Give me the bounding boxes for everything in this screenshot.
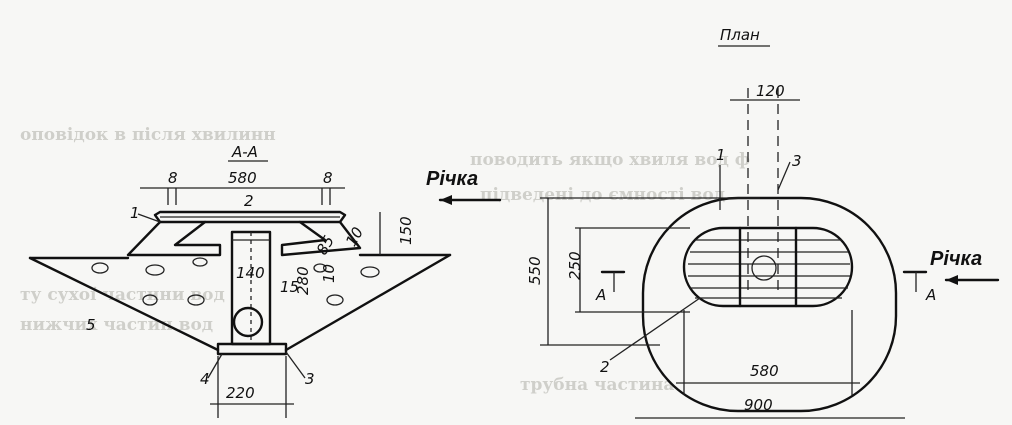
stones <box>91 257 380 306</box>
arrow-head-icon <box>946 275 958 285</box>
bg-line-1: оповідок в після хвилинн <box>20 125 276 145</box>
left-wing <box>126 220 222 257</box>
bg-line-5: нижчих частин вод <box>20 315 213 335</box>
pipe-circle <box>232 306 264 338</box>
callout-3: 3 <box>305 370 315 388</box>
plan-river-label: Річка <box>930 248 982 270</box>
callout-5: 5 <box>86 316 96 334</box>
callout-1: 1 <box>130 204 140 222</box>
background-text: оповідок в після хвилинн поводить якщо х… <box>20 125 750 395</box>
callout-4: 4 <box>200 370 210 388</box>
grate-bars <box>688 239 850 299</box>
dim-side-right: 8 <box>323 169 333 187</box>
bg-line-6: трубна частина <box>520 375 674 395</box>
dim-plan-height: 550 <box>526 256 544 285</box>
plan-callout-2: 2 <box>600 358 610 376</box>
dim-plan-inner-width: 580 <box>750 362 779 380</box>
plan-callout-3: 3 <box>792 152 802 170</box>
bg-line-4: ту сухої частини вод <box>20 285 225 305</box>
dim-height-top: 150 <box>397 216 415 245</box>
dim-wall: 10 <box>320 264 338 283</box>
callout-2: 2 <box>244 192 254 210</box>
dim-bottom: 220 <box>226 384 255 402</box>
dim-pipe: 140 <box>236 264 265 282</box>
dim-plan-top: 120 <box>756 82 785 100</box>
inner-grate <box>682 226 854 308</box>
leader-4 <box>207 353 223 379</box>
leader-1 <box>137 213 161 223</box>
bottom-slab <box>216 342 288 356</box>
right-wing <box>280 220 362 257</box>
section-river-label: Річка <box>426 168 478 190</box>
plan-callout-1: 1 <box>716 146 726 164</box>
section-mark-left: А <box>595 286 606 304</box>
plan-view: План 120 550 250 <box>526 26 1000 419</box>
leader-3 <box>285 351 306 379</box>
arrow-head-icon <box>440 195 452 205</box>
section-mark-right: А <box>925 286 936 304</box>
outer-body <box>641 196 898 413</box>
section-title: А-А <box>231 143 258 161</box>
dim-slope: 15 <box>280 278 299 296</box>
bg-line-3: підведені до ємності вод <box>480 185 725 205</box>
plan-leader-3 <box>777 161 791 191</box>
dim-plan-inner-height: 250 <box>566 251 584 280</box>
slope-right <box>284 253 452 352</box>
bg-line-2: поводить якщо хвиля вод ф <box>470 150 750 170</box>
dim-section-width: 580 <box>228 169 257 187</box>
plan-circle <box>751 255 777 281</box>
plan-title: План <box>720 26 760 44</box>
dim-neck: 85 <box>313 233 338 259</box>
dim-side-left: 8 <box>168 169 178 187</box>
plan-leader-2 <box>609 297 701 361</box>
slope-left <box>28 256 220 352</box>
dim-depth: 280 <box>294 266 312 295</box>
dim-plan-outer-width: 900 <box>744 396 773 414</box>
section-view: А-А 580 8 8 <box>28 143 502 418</box>
